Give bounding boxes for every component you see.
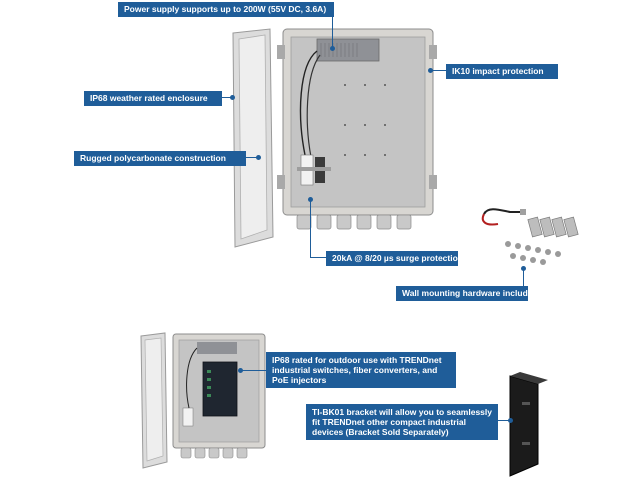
leader-dot-surge [308, 197, 313, 202]
leader-polycarbonate [244, 157, 258, 158]
callout-ip68-outdoor: IP68 rated for outdoor use with TRENDnet… [266, 352, 456, 388]
leader-ik10 [432, 70, 446, 71]
leader-ip68-enclosure [220, 97, 232, 98]
leader-dot-power-supply [330, 46, 335, 51]
enclosure-top-image [232, 28, 437, 248]
enclosure-bottom-image [140, 332, 266, 469]
callout-wall-mount: Wall mounting hardware included [396, 286, 538, 301]
leader-dot-ip68-outdoor [238, 368, 243, 373]
leader-surge-v [310, 200, 311, 258]
callout-polycarbonate: Rugged polycarbonate construction [74, 151, 246, 166]
mounting-hardware-image [481, 208, 579, 265]
callout-bracket: TI-BK01 bracket will allow you to seamle… [306, 404, 498, 440]
leader-dot-wall-mount [521, 266, 526, 271]
callout-ik10: IK10 impact protection [446, 64, 558, 79]
callout-power-supply: Power supply supports up to 200W (55V DC… [118, 2, 334, 17]
leader-dot-bracket [508, 418, 513, 423]
leader-dot-polycarbonate [256, 155, 261, 160]
leader-wall-mount-v [523, 268, 524, 292]
callout-surge: 20kA @ 8/20 µs surge protection [326, 251, 463, 266]
leader-ip68-outdoor [240, 370, 270, 371]
bracket-image [509, 372, 548, 477]
leader-surge-h [310, 257, 326, 258]
leader-dot-ik10 [428, 68, 433, 73]
leader-bracket [496, 420, 510, 421]
leader-dot-ip68-enclosure [230, 95, 235, 100]
leader-power-supply [332, 10, 333, 48]
callout-ip68-enclosure: IP68 weather rated enclosure [84, 91, 222, 106]
